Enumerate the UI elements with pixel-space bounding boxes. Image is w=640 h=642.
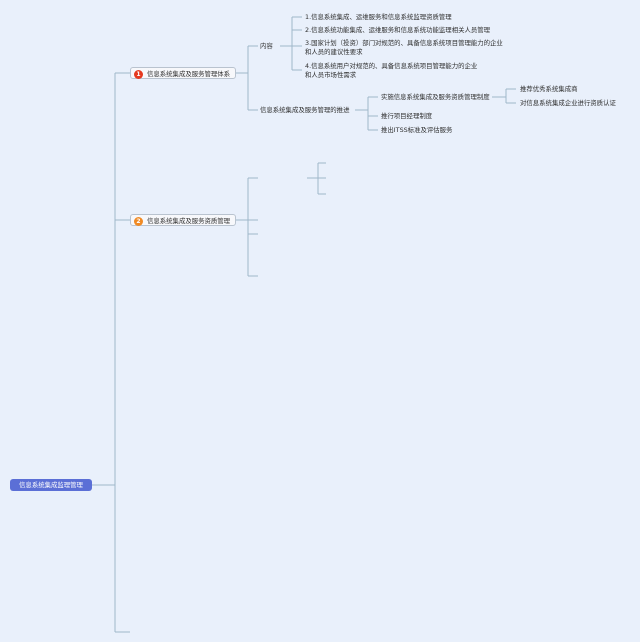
priority-badge-2: 2: [134, 216, 143, 226]
connector-qualification-branch: [492, 88, 516, 104]
content-item-3[interactable]: 3.国家计划（投资）部门对规范的、具备信息系统项目管理能力的企业和人员的建议性要…: [305, 39, 503, 56]
topic-integration-management-system[interactable]: 1 信息系统集成及服务管理体系: [130, 67, 236, 79]
connector-topic2-sub: [307, 162, 326, 195]
connector-topic2-branch: [236, 177, 258, 277]
priority-badge-1: 1: [134, 69, 143, 79]
connector-advance-branch: [355, 96, 378, 131]
advance-item-qualification[interactable]: 实施信息系统集成及服务资质管理制度: [381, 93, 490, 101]
content-item-1[interactable]: 1.信息系统集成、运维服务和信息系统监理资质管理: [305, 13, 452, 21]
topic-label: 信息系统集成及服务管理体系: [147, 70, 231, 78]
content-item-2[interactable]: 2.信息系统功能集成、运维服务和信息系统功能监理相关人员管理: [305, 26, 491, 34]
subtopic-advance[interactable]: 信息系统集成及服务管理的推进: [260, 106, 350, 114]
advance-item-pm-system[interactable]: 推行项目经理制度: [381, 112, 433, 120]
content-item-4[interactable]: 4.信息系统用户对规范的、具备信息系统项目管理能力的企业和人员市场性需求: [305, 62, 478, 79]
subtopic-content[interactable]: 内容: [260, 42, 273, 50]
topic-label: 信息系统集成及服务资质管理: [147, 217, 231, 225]
advance-item-itss[interactable]: 推出ITSS标准及评估服务: [381, 126, 453, 134]
topic-qualification-management[interactable]: 2 信息系统集成及服务资质管理: [130, 214, 236, 226]
qualification-item-recommend[interactable]: 推荐优秀系统集成商: [520, 85, 578, 93]
root-topic[interactable]: 信息系统集成监理管理: [10, 479, 92, 491]
connector-topic1-branch: [236, 45, 258, 111]
connector-content-branch: [280, 16, 302, 71]
connector-root-spine: [92, 73, 130, 633]
qualification-item-certify[interactable]: 对信息系统集成企业进行资质认证: [520, 99, 616, 107]
